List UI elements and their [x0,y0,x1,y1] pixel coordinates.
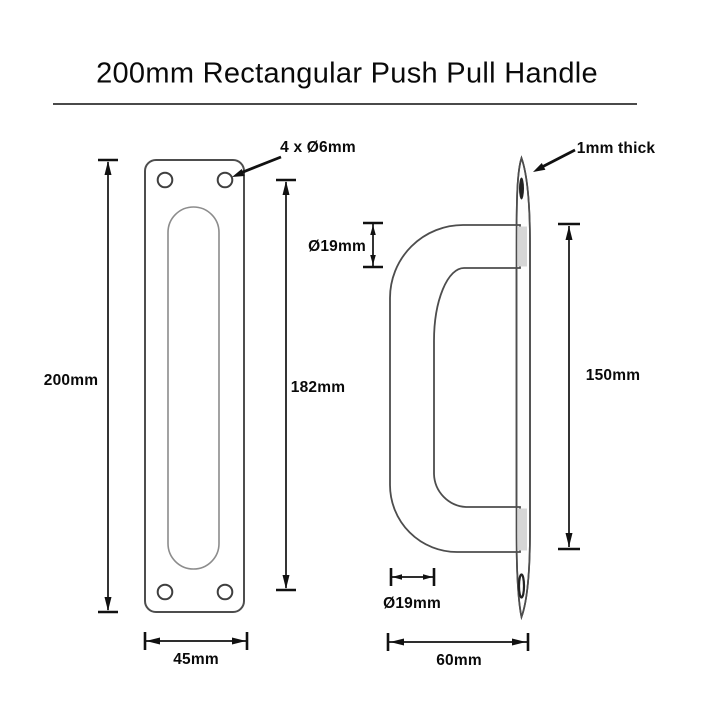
arrowhead-right [232,637,246,645]
arrowhead-up [565,226,573,240]
arrowhead-right [512,638,526,646]
arrowhead-left [390,638,404,646]
leader-holes [232,155,282,177]
dim-plate-width [143,632,249,650]
side-plate-outline [515,155,531,621]
arrowhead-down [282,575,290,589]
tube-joint-bottom [518,508,527,551]
arrowhead-right [423,574,433,580]
arrowhead-down [104,597,112,611]
mounting-hole-top-right [216,171,234,189]
side-handle-tube [389,224,521,553]
drawing-title: 200mm Rectangular Push Pull Handle [96,57,598,90]
arrowhead-up [104,161,112,175]
handle-height-label: 150mm [585,367,641,384]
side-hole-bottom [517,573,526,599]
dim-fixing-centres [276,178,296,592]
fixing-centres-label: 182mm [290,379,346,396]
title-underline [53,103,637,105]
arrowhead-leader [533,163,546,172]
front-view [144,159,245,613]
arrowhead-up [370,225,376,235]
dim-projection [386,633,530,651]
tube-diameter-top-label: Ø19mm [308,238,366,255]
mounting-hole-bottom-right [216,583,234,601]
arrowhead-down [565,533,573,547]
arrowhead-left [146,637,160,645]
side-hole-top [519,177,524,200]
side-view [389,155,531,621]
dim-overall-height [98,158,118,614]
dim-handle-height [558,222,580,551]
overall-height-label: 200mm [43,372,99,389]
mounting-hole-bottom-left [156,583,174,601]
dim-tube-diameter-bottom [389,568,436,586]
arrowhead-leader [232,169,245,177]
thickness-label: 1mm thick [576,140,656,157]
projection-label: 60mm [436,652,482,669]
arrowhead-left [392,574,402,580]
tube-diameter-bottom-label: Ø19mm [383,595,441,612]
mounting-hole-top-left [156,171,174,189]
front-recess-slot [167,206,220,570]
arrowhead-down [370,255,376,265]
plate-width-label: 45mm [173,651,219,668]
dim-tube-diameter-top [363,221,383,269]
leader-thickness [533,148,576,172]
holes-label: 4 x Ø6mm [280,139,356,156]
arrowhead-up [282,181,290,195]
tube-joint-top [518,226,527,267]
